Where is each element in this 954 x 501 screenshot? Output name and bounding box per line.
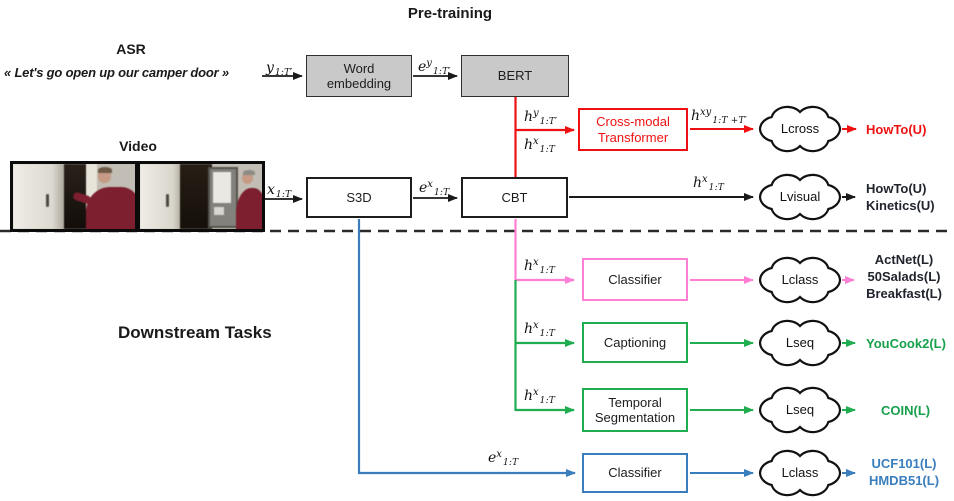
dataset-item: 50Salads(L): [867, 269, 941, 284]
video-frame-1-photo: [13, 164, 135, 229]
asr-quote: « Let's go open up our camper door »: [4, 65, 229, 80]
blue-classifier-datasets: UCF101(L) HMDB51(L): [856, 455, 952, 489]
label-x-1T: x1:T: [267, 182, 292, 200]
dataset-item: ActNet(L): [874, 252, 934, 267]
label-hxy: hxy1:T +T′: [691, 107, 747, 126]
bert-box: BERT: [461, 55, 569, 97]
lcross-cloud-label: Lcross: [780, 121, 820, 136]
pink-classifier-datasets: ActNet(L) 50Salads(L) Breakfast(L): [856, 251, 952, 302]
captioning-box: Captioning: [582, 322, 688, 363]
video-frame-1: [10, 161, 138, 232]
video-label: Video: [119, 138, 157, 154]
blue-classifier-box: Classifier: [582, 453, 688, 493]
label-hx-captioning: hx1:T: [524, 320, 556, 339]
label-hy-1T: hy1:T′: [524, 108, 558, 127]
lclass-blue-cloud-label: Lclass: [781, 465, 819, 480]
label-hx-segmentation: hx1:T: [524, 387, 556, 406]
s3d-box: S3D: [306, 177, 412, 218]
label-hx-classifier: hx1:T: [524, 257, 556, 276]
dataset-item: COIN(L): [881, 403, 931, 418]
lclass-pink-cloud-label: Lclass: [781, 272, 819, 287]
lvisual-datasets: HowTo(U) Kinetics(U): [866, 180, 935, 214]
lvisual-cloud-label: Lvisual: [779, 189, 821, 204]
dataset-item: HMDB51(L): [868, 473, 940, 488]
dataset-item: YouCook2(L): [866, 336, 946, 351]
lseq-captioning-cloud-label: Lseq: [785, 335, 815, 350]
dataset-item: Kinetics(U): [866, 198, 935, 213]
pink-classifier-box: Classifier: [582, 258, 688, 301]
dataset-item: Breakfast(L): [866, 286, 942, 301]
asr-label: ASR: [116, 41, 146, 57]
label-hx-crossmodal: hx1:T: [524, 136, 556, 155]
pretraining-title: Pre-training: [407, 5, 493, 22]
dataset-item: UCF101(L): [871, 456, 937, 471]
label-ey-1T: ey1:T′: [418, 58, 451, 77]
video-frame-2-photo: [140, 164, 262, 229]
label-ex-blue-classifier: ex1:T: [488, 449, 519, 468]
lseq-segmentation-cloud-label: Lseq: [785, 402, 815, 417]
lcross-datasets: HowTo(U): [866, 121, 926, 138]
downstream-tasks-title: Downstream Tasks: [118, 323, 272, 342]
dataset-item: HowTo(U): [866, 181, 927, 196]
dataset-item: HowTo(U): [866, 122, 927, 137]
label-ex-1T: ex1:T: [419, 179, 450, 198]
label-y-1T: y1:T′: [266, 60, 293, 78]
line-s3d-to-blue-classifier: [357, 219, 576, 477]
cbt-box: CBT: [461, 177, 568, 218]
label-hx-lvisual: hx1:T: [693, 174, 725, 193]
video-frame-2: [137, 161, 265, 232]
captioning-datasets: YouCook2(L): [866, 335, 946, 352]
segmentation-datasets: COIN(L): [881, 402, 930, 419]
